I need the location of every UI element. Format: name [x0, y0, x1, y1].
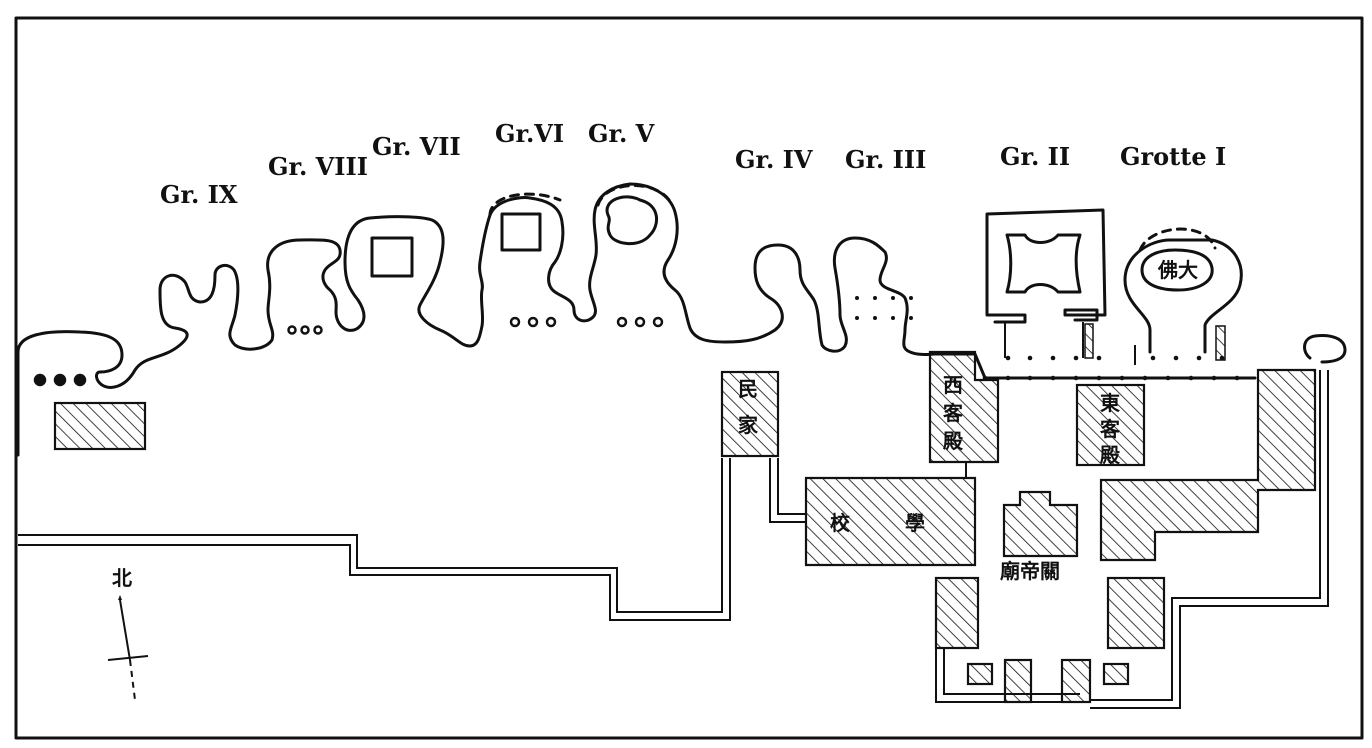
building-small-1 [966, 662, 994, 686]
cliff-outline-east [933, 352, 1257, 380]
dongkedian-label-2: 客 [1099, 417, 1121, 441]
building-sw-block [934, 576, 980, 650]
front-post-dots [982, 355, 1240, 381]
school-label-1: 校 [830, 511, 851, 535]
building-small-4 [1102, 662, 1130, 686]
grotto-i-steps [1215, 325, 1226, 361]
road-west-inner [18, 458, 731, 621]
grotto-vi-label: Gr.VI [495, 119, 564, 148]
grotto-vi-dashed-arch [488, 192, 562, 217]
big-buddha-label: 佛大 [1157, 258, 1198, 282]
xikedian-label-3: 殿 [942, 429, 964, 453]
cliff-outline [16, 182, 937, 389]
grotto-v-label: Gr. V [588, 119, 655, 148]
grotto-i-dashed-arch [1138, 227, 1217, 252]
xikedian-label-1: 西 [943, 373, 963, 397]
grotto-iii-label: Gr. III [845, 145, 926, 174]
road-east [1090, 370, 1329, 709]
grotto-v-chamber [605, 195, 659, 246]
grotto-ii-chamber [1005, 233, 1082, 294]
north-arrow: 北 [107, 566, 149, 701]
ruin-west [53, 401, 147, 451]
grotto-ii-label: Gr. II [1000, 142, 1070, 171]
north-label: 北 [112, 566, 132, 590]
grotto-i-label: Grotte I [1120, 142, 1226, 171]
grotto-ix-label: Gr. IX [160, 180, 238, 209]
grotto-viii-label: Gr. VIII [268, 152, 368, 181]
building-school [804, 476, 977, 567]
xikedian-label-2: 客 [942, 401, 964, 425]
building-east-hall [1099, 368, 1317, 562]
building-small-2 [1003, 658, 1033, 704]
school-label-2: 學 [905, 511, 925, 535]
road-west [18, 458, 723, 613]
dongkedian-label-3: 殿 [1099, 443, 1121, 467]
building-small-3 [1060, 658, 1092, 704]
grotto-iv-label: Gr. IV [735, 145, 813, 174]
minjia-label-1: 民 [738, 377, 758, 401]
grotto-i-outline [1123, 238, 1243, 354]
dongkedian-label-1: 東 [1100, 391, 1120, 415]
pillar-circles [287, 316, 664, 335]
road-to-school [769, 458, 806, 523]
building-se-block [1106, 576, 1166, 650]
grotto-ii-steps [1084, 323, 1094, 359]
east-small-grotto [1303, 334, 1347, 364]
grotto-i-buddha-niche [1140, 248, 1214, 292]
minjia-label-2: 家 [738, 413, 759, 437]
building-temple [1002, 490, 1079, 558]
building-xikedian [928, 350, 1000, 464]
building-minjia [720, 370, 780, 458]
grotto-ii-outline [985, 208, 1107, 324]
grotto-vi-chamber [500, 212, 542, 252]
grotto-vii-chamber [370, 236, 414, 278]
building-dongkedian [1075, 383, 1146, 467]
temple-label: 廟帝關 [1000, 559, 1060, 583]
grotto-v-dashed-arch [596, 184, 674, 207]
grotto-vii-label: Gr. VII [372, 132, 461, 161]
map-frame [14, 16, 1364, 740]
pillar-dots-gr-iii [855, 296, 913, 320]
